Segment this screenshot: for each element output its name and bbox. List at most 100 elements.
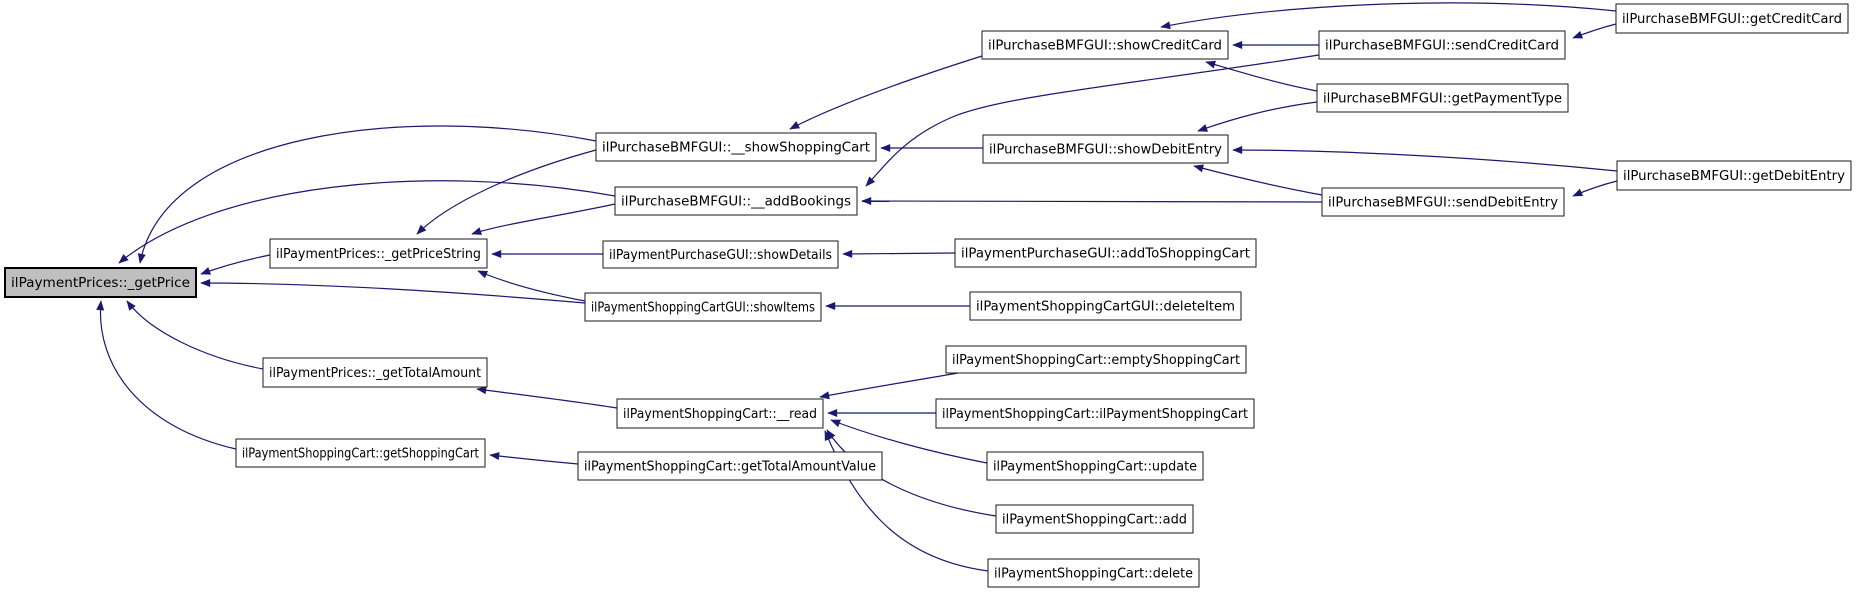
- node-addBookings[interactable]: ilPurchaseBMFGUI::__addBookings: [614, 186, 858, 216]
- node-label-getShoppingCart: ilPaymentShoppingCart::getShoppingCart: [242, 447, 479, 462]
- node-box-showShoppingCart[interactable]: [595, 132, 877, 162]
- edge-read-calls-getTotalAmount: [476, 386, 618, 409]
- node-label-getDebitEntry: ilPurchaseBMFGUI::getDebitEntry: [1623, 169, 1845, 184]
- edge-getDebitEntry-calls-showDebitEntry: [1232, 146, 1618, 172]
- edge-showItems-calls-getPrice: [200, 279, 586, 304]
- node-box-getDebitEntry[interactable]: [1616, 160, 1852, 191]
- node-addToShoppingCart[interactable]: ilPaymentPurchaseGUI::addToShoppingCart: [954, 238, 1257, 268]
- node-box-read[interactable]: [616, 398, 824, 429]
- node-label-read: ilPaymentShoppingCart::__read: [623, 407, 817, 422]
- node-box-showDetails[interactable]: [602, 240, 839, 269]
- edge-sendDebitEntry-calls-addBookings: [861, 197, 1323, 206]
- node-box-showDebitEntry[interactable]: [982, 134, 1229, 164]
- edge-getPriceString-calls-getPrice: [200, 254, 271, 275]
- node-label-getPrice: ilPaymentPrices::_getPrice: [11, 276, 190, 291]
- edge-emptyShoppingCart-calls-read: [819, 372, 959, 400]
- edge-getShoppingCart-calls-getPrice: [96, 300, 237, 450]
- node-box-emptyShoppingCart[interactable]: [945, 345, 1247, 374]
- edge-addToShoppingCart-calls-showDetails: [842, 249, 956, 258]
- node-box-getPrice[interactable]: [4, 267, 197, 298]
- edge-showItems-calls-getPriceString: [477, 270, 586, 302]
- edge-getDebitEntry-calls-sendDebitEntry: [1572, 180, 1618, 197]
- node-box-ctor[interactable]: [935, 398, 1255, 429]
- node-box-getTotalAmountValue[interactable]: [577, 451, 883, 481]
- node-box-getCreditCard[interactable]: [1615, 3, 1849, 34]
- node-label-showDetails: ilPaymentPurchaseGUI::showDetails: [609, 248, 832, 263]
- node-getPaymentType[interactable]: ilPurchaseBMFGUI::getPaymentType: [1316, 83, 1569, 113]
- node-label-update: ilPaymentShoppingCart::update: [993, 460, 1197, 475]
- node-label-sendDebitEntry: ilPurchaseBMFGUI::sendDebitEntry: [1328, 196, 1558, 211]
- edge-getTotalAmount-calls-getPrice: [126, 300, 264, 370]
- node-box-delete[interactable]: [987, 558, 1200, 588]
- node-label-getPaymentType: ilPurchaseBMFGUI::getPaymentType: [1323, 92, 1562, 107]
- node-label-showDebitEntry: ilPurchaseBMFGUI::showDebitEntry: [989, 143, 1222, 158]
- node-box-showCreditCard[interactable]: [981, 30, 1229, 60]
- node-ctor[interactable]: ilPaymentShoppingCart::ilPaymentShopping…: [935, 398, 1255, 429]
- node-box-getPriceString[interactable]: [269, 238, 488, 269]
- node-update[interactable]: ilPaymentShoppingCart::update: [986, 451, 1204, 481]
- node-box-addToShoppingCart[interactable]: [954, 238, 1257, 268]
- edge-showShoppingCart-calls-getPrice: [137, 125, 597, 264]
- node-box-sendCreditCard[interactable]: [1318, 30, 1566, 60]
- edge-sendCreditCard-calls-addBookings: [865, 54, 1320, 187]
- node-deleteItem[interactable]: ilPaymentShoppingCartGUI::deleteItem: [969, 291, 1242, 321]
- node-label-sendCreditCard: ilPurchaseBMFGUI::sendCreditCard: [1325, 39, 1559, 54]
- node-showDetails[interactable]: ilPaymentPurchaseGUI::showDetails: [602, 240, 839, 269]
- node-box-getTotalAmount[interactable]: [262, 357, 488, 388]
- node-label-addToShoppingCart: ilPaymentPurchaseGUI::addToShoppingCart: [961, 247, 1250, 262]
- node-label-deleteItem: ilPaymentShoppingCartGUI::deleteItem: [976, 300, 1235, 315]
- edge-getTotalAmountValue-calls-getShoppingCart: [489, 452, 579, 465]
- node-delete[interactable]: ilPaymentShoppingCart::delete: [987, 558, 1200, 588]
- node-label-showShoppingCart: ilPurchaseBMFGUI::__showShoppingCart: [602, 141, 870, 156]
- node-getTotalAmount[interactable]: ilPaymentPrices::_getTotalAmount: [262, 357, 488, 388]
- node-getPriceString[interactable]: ilPaymentPrices::_getPriceString: [269, 238, 488, 269]
- node-label-getCreditCard: ilPurchaseBMFGUI::getCreditCard: [1622, 12, 1842, 27]
- edge-sendDebitEntry-calls-showDebitEntry: [1193, 164, 1323, 196]
- node-showDebitEntry[interactable]: ilPurchaseBMFGUI::showDebitEntry: [982, 134, 1229, 164]
- node-read[interactable]: ilPaymentShoppingCart::__read: [616, 398, 824, 429]
- node-getTotalAmountValue[interactable]: ilPaymentShoppingCart::getTotalAmountVal…: [577, 451, 883, 481]
- node-showItems[interactable]: ilPaymentShoppingCartGUI::showItems: [584, 292, 822, 322]
- node-label-getTotalAmount: ilPaymentPrices::_getTotalAmount: [269, 366, 481, 381]
- node-getCreditCard[interactable]: ilPurchaseBMFGUI::getCreditCard: [1615, 3, 1849, 34]
- node-box-addBookings[interactable]: [614, 186, 858, 216]
- node-sendDebitEntry[interactable]: ilPurchaseBMFGUI::sendDebitEntry: [1321, 187, 1565, 217]
- node-emptyShoppingCart[interactable]: ilPaymentShoppingCart::emptyShoppingCart: [945, 345, 1247, 374]
- node-label-delete: ilPaymentShoppingCart::delete: [994, 567, 1193, 582]
- nodes-layer: ilPaymentPrices::_getPriceilPaymentPrice…: [4, 3, 1852, 588]
- node-label-getPriceString: ilPaymentPrices::_getPriceString: [276, 247, 481, 262]
- node-label-ctor: ilPaymentShoppingCart::ilPaymentShopping…: [942, 407, 1248, 422]
- node-box-getPaymentType[interactable]: [1316, 83, 1569, 113]
- edges-layer: [96, 2, 1618, 572]
- edge-addBookings-calls-getPriceString: [471, 203, 616, 235]
- node-label-getTotalAmountValue: ilPaymentShoppingCart::getTotalAmountVal…: [584, 460, 876, 475]
- node-box-getShoppingCart[interactable]: [235, 438, 486, 468]
- edge-getCreditCard-calls-sendCreditCard: [1572, 23, 1617, 39]
- node-box-sendDebitEntry[interactable]: [1321, 187, 1565, 217]
- node-add[interactable]: ilPaymentShoppingCart::add: [995, 504, 1194, 534]
- edge-showCreditCard-calls-showShoppingCart: [789, 55, 983, 130]
- edge-getPaymentType-calls-showDebitEntry: [1197, 101, 1318, 132]
- node-getPrice[interactable]: ilPaymentPrices::_getPrice: [4, 267, 197, 298]
- node-label-add: ilPaymentShoppingCart::add: [1002, 513, 1187, 528]
- node-box-showItems[interactable]: [584, 292, 822, 322]
- edge-showShoppingCart-calls-getPriceString: [416, 149, 597, 235]
- node-getDebitEntry[interactable]: ilPurchaseBMFGUI::getDebitEntry: [1616, 160, 1852, 191]
- edge-addBookings-calls-getPrice: [118, 180, 616, 264]
- node-label-showItems: ilPaymentShoppingCartGUI::showItems: [591, 301, 815, 316]
- node-box-add[interactable]: [995, 504, 1194, 534]
- node-showCreditCard[interactable]: ilPurchaseBMFGUI::showCreditCard: [981, 30, 1229, 60]
- node-label-emptyShoppingCart: ilPaymentShoppingCart::emptyShoppingCart: [952, 353, 1240, 368]
- node-showShoppingCart[interactable]: ilPurchaseBMFGUI::__showShoppingCart: [595, 132, 877, 162]
- edge-getCreditCard-calls-showCreditCard: [1160, 2, 1617, 30]
- edge-update-calls-read: [830, 419, 988, 464]
- node-getShoppingCart[interactable]: ilPaymentShoppingCart::getShoppingCart: [235, 438, 486, 468]
- node-label-showCreditCard: ilPurchaseBMFGUI::showCreditCard: [988, 39, 1222, 54]
- node-box-update[interactable]: [986, 451, 1204, 481]
- node-box-deleteItem[interactable]: [969, 291, 1242, 321]
- node-sendCreditCard[interactable]: ilPurchaseBMFGUI::sendCreditCard: [1318, 30, 1566, 60]
- edge-add-calls-read: [826, 429, 997, 517]
- node-label-addBookings: ilPurchaseBMFGUI::__addBookings: [621, 195, 851, 210]
